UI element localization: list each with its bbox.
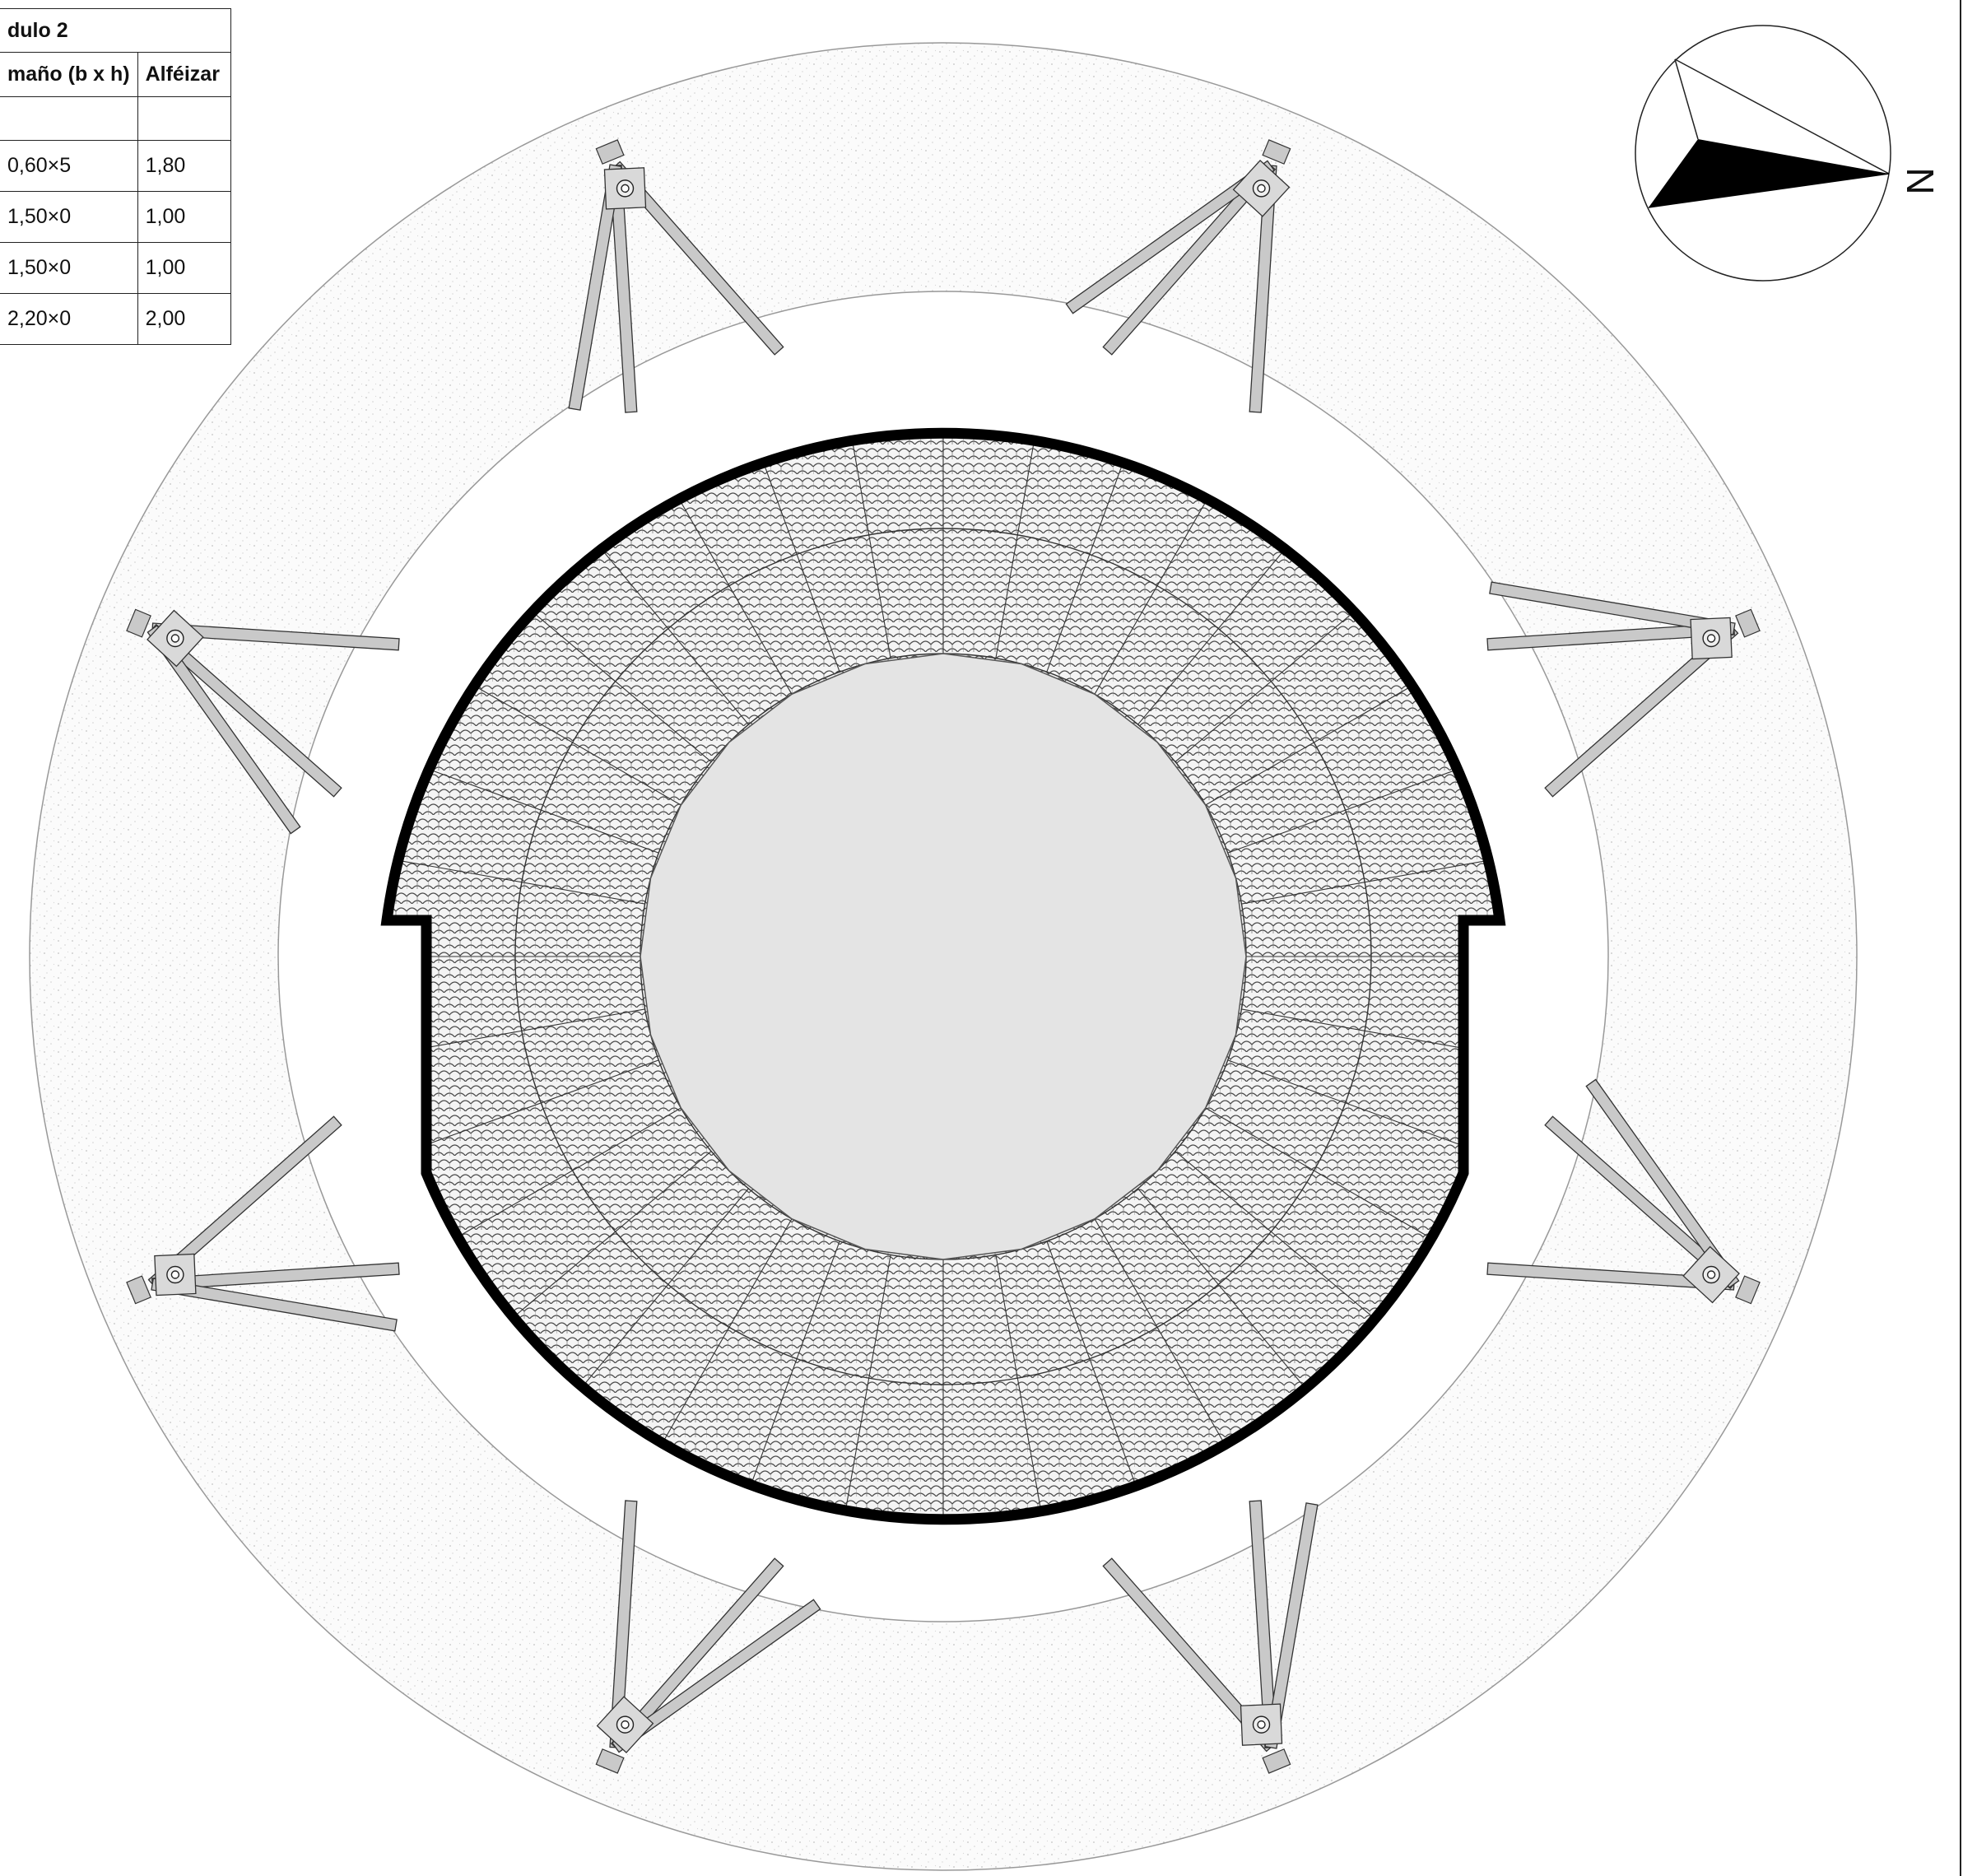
table-row: [0, 96, 231, 141]
tripod-anchor-bolt: [1257, 1720, 1266, 1729]
tripod-lamp: [1065, 139, 1291, 413]
tripod-leg: [1585, 1078, 1740, 1288]
tripod-lamp: [1486, 581, 1761, 798]
table-row: 5×0,60 1,80: [0, 140, 231, 192]
table-header-row: maño (b x h) Alféizar: [0, 52, 231, 97]
tripod-leg: [1249, 165, 1277, 413]
tripod-leg: [147, 625, 301, 835]
tripod-end-cap: [1735, 608, 1761, 638]
cell-sill: 1,80: [137, 140, 231, 192]
window-schedule-table: dulo 2 maño (b x h) Alféizar 5×0,60 1,80…: [0, 8, 231, 345]
roof-radial-line: [444, 1107, 681, 1245]
tripod-anchor-bolt: [170, 634, 180, 643]
cell-sill: 2,00: [137, 293, 231, 345]
roof-radial-line: [1241, 855, 1500, 905]
roof-radial-line: [1175, 1151, 1385, 1328]
cell-size: [0, 96, 138, 141]
tripod-end-cap: [1735, 1275, 1761, 1305]
tripod-end-cap: [126, 1275, 151, 1305]
tripod-leg: [147, 1115, 342, 1290]
roof-radial-line: [572, 1188, 749, 1399]
tripod-anchor-bolt: [1257, 184, 1266, 193]
tripod-leg: [612, 1599, 821, 1753]
roof-radial-line: [995, 1255, 1044, 1520]
tripod-leg: [610, 161, 784, 356]
roof-radial-line: [746, 1241, 840, 1498]
cell-size: 0×1,50: [0, 242, 138, 294]
tripod-leg: [609, 1500, 638, 1748]
cell-size: 0×1,50: [0, 191, 138, 243]
table-row: 0×2,20 2,00: [0, 293, 231, 345]
header-sill: Alféizar: [137, 52, 231, 97]
north-label: N: [1899, 167, 1942, 195]
tripod-anchor-bolt: [621, 184, 630, 193]
tripod-end-cap: [1262, 1748, 1291, 1774]
perimeter-wall: [380, 427, 1506, 1525]
tripod-leg: [151, 1278, 398, 1332]
tripod-lamp: [126, 608, 400, 835]
tripod-leg: [151, 622, 400, 651]
table-row: 0×1,50 1,00: [0, 242, 231, 294]
tripod-anchor-bolt: [621, 1720, 630, 1729]
tripod-lamp: [1486, 1078, 1761, 1305]
tripod-lamp: [1102, 1500, 1319, 1774]
tripod-leg: [1264, 1502, 1319, 1749]
table-title: dulo 2: [0, 8, 231, 53]
roof-radial-line: [444, 668, 681, 806]
roof-radial-line: [1227, 1059, 1485, 1154]
tripod-end-cap: [126, 608, 151, 638]
tripod-leg: [1486, 1262, 1735, 1291]
table-row: 0×1,50 1,00: [0, 191, 231, 243]
roof-radial-line: [1227, 759, 1485, 854]
tripod-end-cap: [595, 1748, 625, 1774]
tripod-leg: [1489, 581, 1736, 635]
roof-radial-line: [387, 855, 645, 905]
circular-paved-plaza: [29, 42, 1858, 1871]
roof-radial-line: [1046, 1241, 1141, 1498]
roof-radial-line: [1175, 585, 1385, 762]
tripod-lamp: [126, 1115, 400, 1332]
roof-radial-line: [1094, 1218, 1232, 1456]
tripod-end-cap: [595, 139, 625, 165]
roof-radial-line: [402, 759, 659, 854]
roof-radial-line: [654, 1218, 793, 1456]
roof-radial-line: [402, 1059, 659, 1154]
roof-radial-line: [1205, 668, 1443, 806]
table-title-row: dulo 2: [0, 8, 231, 53]
tripod-anchor-bolt: [1706, 634, 1716, 643]
tripod-leg: [1102, 1557, 1277, 1753]
cell-size: 5×0,60: [0, 140, 138, 192]
tripod-leg: [568, 164, 622, 411]
tripod-lamp: [568, 139, 784, 413]
roof-radial-line: [501, 1151, 712, 1328]
cell-sill: 1,00: [137, 191, 231, 243]
tripod-end-cap: [1262, 139, 1291, 165]
cell-sill: 1,00: [137, 242, 231, 294]
tripod-anchor-bolt: [1706, 1270, 1716, 1279]
tripod-leg: [1544, 623, 1739, 798]
cell-sill: [137, 96, 231, 141]
cell-size: 0×2,20: [0, 293, 138, 345]
central-courtyard: [640, 653, 1247, 1260]
roof-radial-line: [1205, 1107, 1443, 1245]
header-size: maño (b x h): [0, 52, 138, 97]
tripod-anchor-bolt: [170, 1270, 180, 1279]
tripod-leg: [1065, 160, 1275, 314]
roof-radial-line: [842, 1255, 891, 1520]
roof-radial-line: [1137, 1188, 1314, 1399]
roof-radial-line: [501, 585, 712, 762]
north-arrow-icon: [1635, 25, 1891, 282]
tripod-lamp: [595, 1500, 821, 1774]
tripod-lamp-supports: [126, 139, 1761, 1774]
